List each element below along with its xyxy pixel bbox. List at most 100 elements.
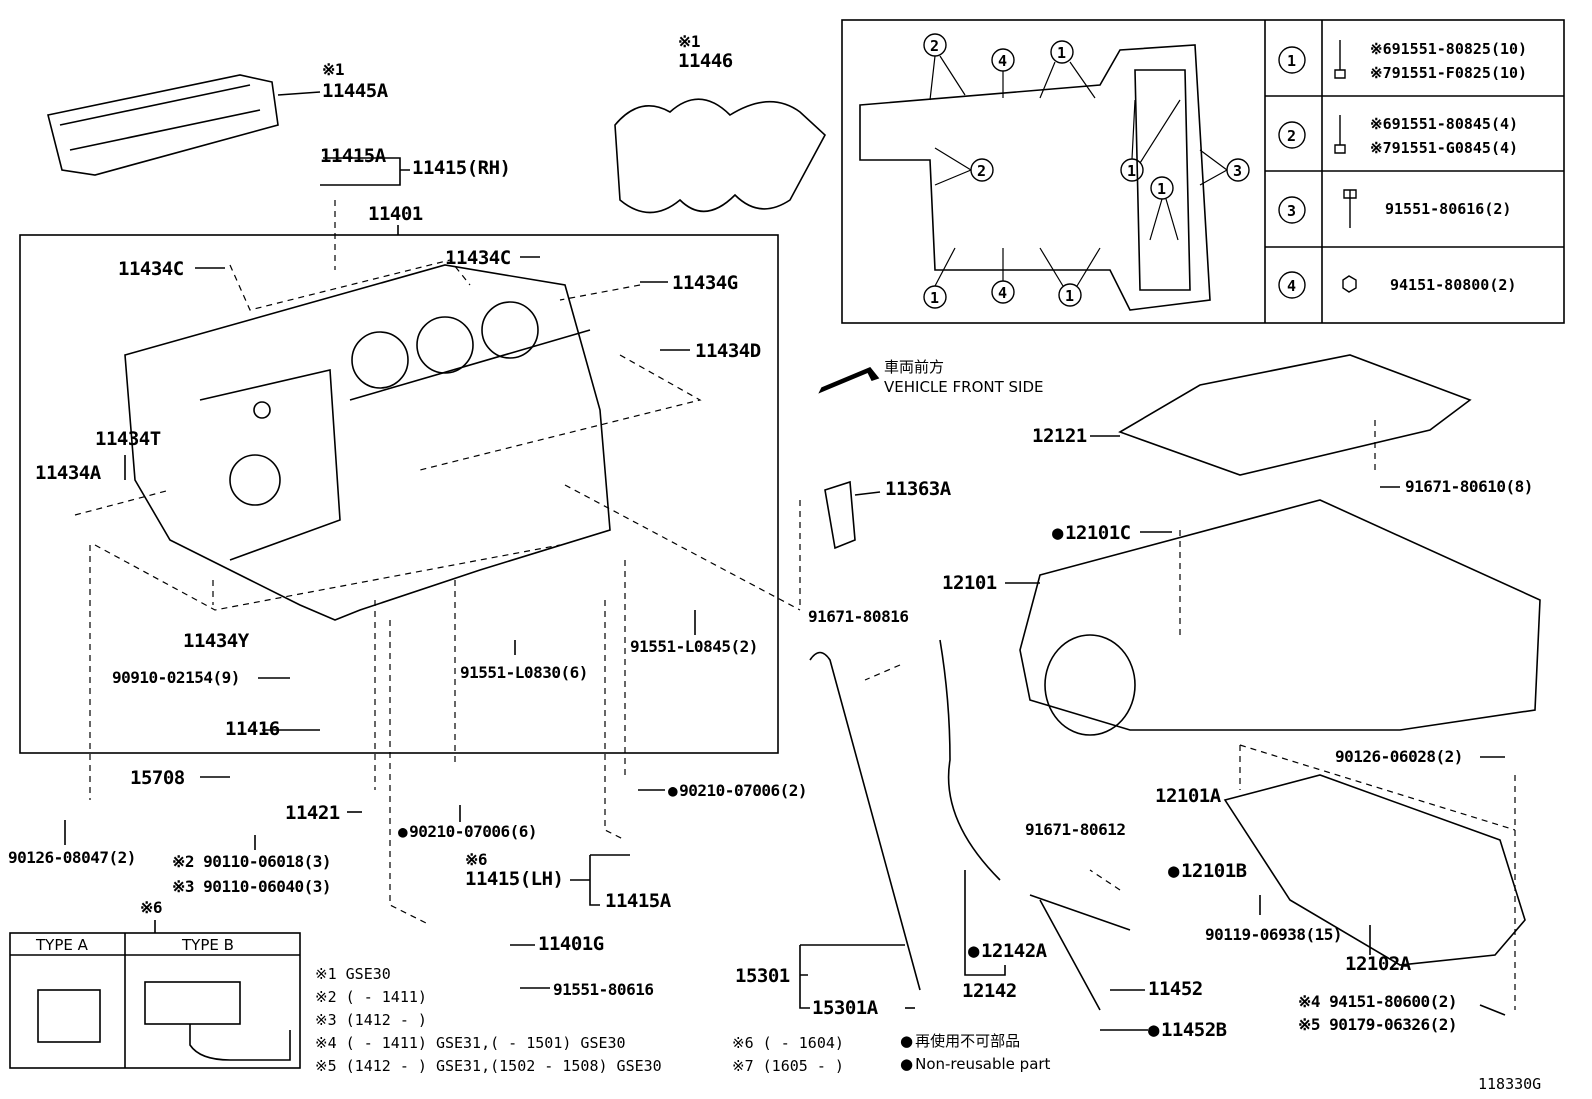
label-15708[interactable]: 15708 <box>130 767 185 789</box>
note-4: ※4 ( - 1411) GSE31,( - 1501) GSE30 <box>315 1034 626 1052</box>
label-11401G[interactable]: 11401G <box>538 933 604 955</box>
mark-type: ※6 <box>140 898 163 917</box>
label-11421[interactable]: 11421 <box>285 802 340 824</box>
bolt-table-line[interactable]: ※691551-80845(4) <box>1370 115 1519 133</box>
inset-callout: 2 <box>977 162 987 180</box>
note-2: ※2 ( - 1411) <box>315 988 427 1006</box>
label-11434A[interactable]: 11434A <box>35 462 101 484</box>
label-12142[interactable]: 12142 <box>962 980 1017 1002</box>
drawing-number: 118330G <box>1478 1075 1542 1093</box>
label-11434C-left[interactable]: 11434C <box>118 258 184 280</box>
stiffener-12121 <box>1118 354 1472 476</box>
mark-11445A: ※1 <box>322 60 345 79</box>
label-12101C[interactable]: 12101C <box>1052 522 1131 544</box>
label-12101A[interactable]: 12101A <box>1155 785 1221 807</box>
type-b-label: TYPE B <box>182 936 234 954</box>
label-91551-L0845[interactable]: 91551-L0845(2) <box>630 637 758 656</box>
bolt-table-line[interactable]: ※791551-G0845(4) <box>1370 139 1519 157</box>
mark-11415LH: ※6 <box>465 850 488 869</box>
label-12101B[interactable]: 12101B <box>1168 860 1247 882</box>
bolt-table-line[interactable]: ※691551-80825(10) <box>1370 40 1528 58</box>
oil-pan-12102A <box>1223 774 1526 966</box>
label-90119-06938[interactable]: 90119-06938(15) <box>1205 925 1343 944</box>
label-90110-06018[interactable]: ※2 90110-06018(3) <box>172 852 332 871</box>
label-11434Y[interactable]: 11434Y <box>183 630 249 652</box>
note-1: ※1 GSE30 <box>315 965 391 983</box>
bolt-icon <box>1343 189 1357 228</box>
bolt-table-line[interactable]: 94151-80800(2) <box>1390 276 1517 294</box>
bolt-table-num: 3 <box>1287 202 1297 220</box>
inset-callout: 1 <box>1127 162 1137 180</box>
label-11446[interactable]: 11446 <box>678 50 733 72</box>
label-90126-08047[interactable]: 90126-08047(2) <box>8 848 136 867</box>
note-7: ※7 (1605 - ) <box>732 1057 844 1075</box>
oil-tube-11452 <box>1029 894 1131 1011</box>
inset-callout: 3 <box>1233 162 1243 180</box>
inset-callout: 4 <box>998 52 1008 70</box>
inset-oil-pan <box>859 44 1211 311</box>
label-12121[interactable]: 12121 <box>1032 425 1087 447</box>
label-11434T[interactable]: 11434T <box>95 428 161 450</box>
cylinder-block-outline <box>124 264 611 621</box>
label-11416[interactable]: 11416 <box>225 718 280 740</box>
label-11434C-mid[interactable]: 11434C <box>445 247 511 269</box>
inset-callout: 4 <box>998 284 1008 302</box>
bolt-table-num: 2 <box>1287 127 1297 145</box>
legend-jp: 再使用不可部品 <box>900 1030 1020 1051</box>
inset-callout: 1 <box>1057 44 1067 62</box>
label-11452[interactable]: 11452 <box>1148 978 1203 1000</box>
bolt-table-line[interactable]: 91551-80616(2) <box>1385 200 1512 218</box>
engine-block-frame <box>19 234 779 754</box>
label-91551-L0830[interactable]: 91551-L0830(6) <box>460 663 588 682</box>
label-11445A[interactable]: 11445A <box>322 80 388 102</box>
label-11434D[interactable]: 11434D <box>695 340 761 362</box>
label-11415A-bottom[interactable]: 11415A <box>605 890 671 912</box>
label-90179-06326[interactable]: ※5 90179-06326(2) <box>1298 1015 1458 1034</box>
label-91671-80612[interactable]: 91671-80612 <box>1025 820 1126 839</box>
label-15301[interactable]: 15301 <box>735 965 790 987</box>
label-90210-right[interactable]: 90210-07006(2) <box>668 781 807 800</box>
dipstick-guide-12142 <box>939 639 1001 881</box>
inset-callout: 1 <box>1065 287 1075 305</box>
label-90126-06028[interactable]: 90126-06028(2) <box>1335 747 1463 766</box>
label-91671-80816[interactable]: 91671-80816 <box>808 607 909 626</box>
type-a-label: TYPE A <box>36 936 88 954</box>
label-11452B[interactable]: 11452B <box>1148 1019 1227 1041</box>
label-91551-80616[interactable]: 91551-80616 <box>553 980 654 999</box>
label-94151-80600[interactable]: ※4 94151-80600(2) <box>1298 992 1458 1011</box>
insulator-11446 <box>614 98 826 214</box>
direction-en: VEHICLE FRONT SIDE <box>884 378 1044 396</box>
label-11363A[interactable]: 11363A <box>885 478 951 500</box>
bolt-table-num: 4 <box>1287 277 1297 295</box>
nut-icon <box>1342 275 1357 293</box>
label-91671-80610[interactable]: 91671-80610(8) <box>1405 477 1533 496</box>
label-11415RH[interactable]: 11415(RH) <box>412 157 511 179</box>
label-12101[interactable]: 12101 <box>942 572 997 594</box>
label-11415LH[interactable]: 11415(LH) <box>465 868 564 890</box>
label-90210-left[interactable]: 90210-07006(6) <box>398 822 537 841</box>
label-90910[interactable]: 90910-02154(9) <box>112 668 240 687</box>
label-11434G[interactable]: 11434G <box>672 272 738 294</box>
label-15301A[interactable]: 15301A <box>812 997 878 1019</box>
label-90110-06040[interactable]: ※3 90110-06040(3) <box>172 877 332 896</box>
note-6: ※6 ( - 1604) <box>732 1034 844 1052</box>
bolt-icon <box>1334 115 1346 154</box>
label-12142A[interactable]: 12142A <box>968 940 1047 962</box>
mark-11446: ※1 <box>678 32 701 51</box>
inset-callout: 1 <box>930 289 940 307</box>
label-11401[interactable]: 11401 <box>368 203 423 225</box>
note-3: ※3 (1412 - ) <box>315 1011 427 1029</box>
bracket-11363A <box>824 480 856 550</box>
note-5: ※5 (1412 - ) GSE31,(1502 - 1508) GSE30 <box>315 1057 662 1075</box>
label-12102A[interactable]: 12102A <box>1345 953 1411 975</box>
bolt-table-num: 1 <box>1287 52 1297 70</box>
inset-callout: 1 <box>1157 180 1167 198</box>
label-11415A-top[interactable]: 11415A <box>320 145 386 167</box>
legend-en: Non-reusable part <box>900 1055 1050 1073</box>
inset-callout: 2 <box>930 37 940 55</box>
direction-jp: 車両前方 <box>884 358 945 376</box>
bolt-icon <box>1334 40 1346 79</box>
bolt-table-line[interactable]: ※791551-F0825(10) <box>1370 64 1528 82</box>
